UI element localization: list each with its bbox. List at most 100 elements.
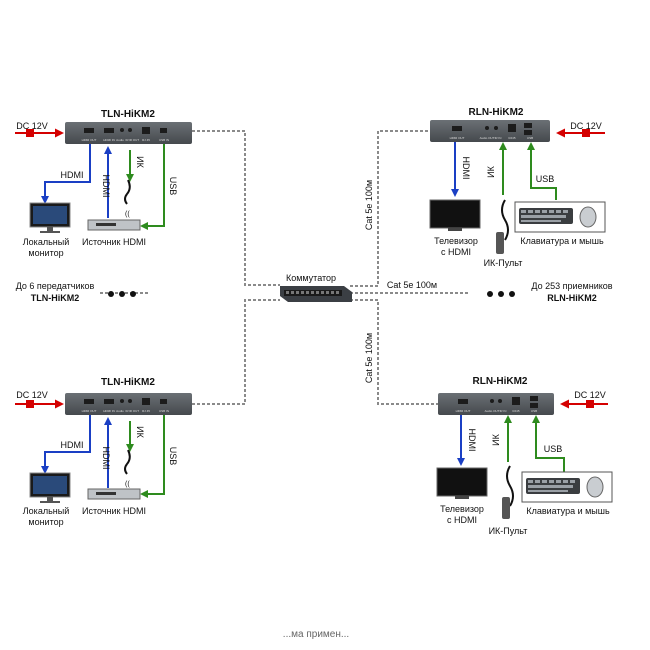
receiver-bottom-ir-label: ИК — [491, 433, 501, 445]
receiver-top-title: RLN-HiKM2 — [469, 107, 524, 118]
receiver-top-kbd-label: Клавиатура и мышь — [520, 236, 604, 246]
receiver-top-cable-label: Cat 5e 100м — [364, 180, 374, 230]
transmitter-top-dc-label: DC 12V — [16, 121, 48, 131]
transmitter-top-port-label: HDMI IN — [103, 138, 115, 142]
transmitter-top-monitor-label: монитор — [28, 248, 63, 258]
transmitter-bottom-port-label: IR — [126, 409, 130, 413]
transmitter-bottom-title: TLN-HiKM2 — [101, 377, 155, 388]
receiver-bottom-port-label: HDMI OUT — [456, 409, 471, 413]
receiver-bottom-port-icons — [458, 396, 538, 408]
receiver-top-tv-label: Телевизор — [434, 236, 478, 246]
ir-sensor-icon: (( — [124, 179, 131, 218]
transmitter-top-source-label: Источник HDMI — [82, 237, 146, 247]
receiver-bottom-tv-label: Телевизор — [440, 504, 484, 514]
receiver-top-port-icons — [452, 123, 532, 135]
power-plug-icon — [586, 400, 594, 408]
receiver-bottom-port-label: RJ45 — [512, 409, 519, 413]
receiver-top-device — [430, 120, 550, 142]
transmitter-bottom-usb-label: USB — [168, 447, 178, 466]
transmitter-top-port-label: USB IN — [159, 138, 169, 142]
receiver-bottom-hdmi-label: HDMI — [467, 429, 477, 452]
left-note-line2: TLN-HiKM2 — [31, 293, 80, 303]
transmitter-bottom-port-label: HDMI IN — [103, 409, 115, 413]
transmitter-bottom-source-label: Источник HDMI — [82, 506, 146, 516]
transmitter-bottom-port-label: RJ 45 — [142, 409, 150, 413]
right-note-line2: RLN-HiKM2 — [547, 293, 597, 303]
transmitter-top-title: TLN-HiKM2 — [101, 109, 155, 120]
svg-text:((: (( — [125, 211, 130, 218]
svg-text:((: (( — [125, 481, 130, 488]
transmitter-top-monitor-label: Локальный — [23, 237, 69, 247]
receiver-bottom-usb-label: USB — [544, 444, 563, 454]
receiver-bottom-port-label: Audio OUT — [485, 409, 500, 413]
receiver-top-hdmi-label: HDMI — [461, 157, 471, 180]
receiver-bottom-port-label: IR IN — [500, 409, 507, 413]
receiver-top-port-label: IR IN — [495, 136, 502, 140]
receiver-top-usb-label: USB — [536, 174, 555, 184]
receiver-top-port-label: USB — [527, 136, 533, 140]
left-note-line1: До 6 передатчиков — [16, 281, 95, 291]
transmitter-top-port-label: HDMI OUT — [82, 138, 97, 142]
receiver-bottom-device — [438, 393, 554, 415]
transmitter-top-port-label: Audio — [116, 138, 124, 142]
keyboard-mouse-icon — [514, 201, 606, 233]
transmitter-top-port-label: IR OUT — [129, 138, 139, 142]
receiver-top-dc-label: DC 12V — [570, 121, 602, 131]
receiver-bottom-title: RLN-HiKM2 — [473, 376, 528, 387]
keyboard-mouse-icon — [521, 471, 613, 503]
more-devices-dots-right — [487, 291, 515, 297]
transmitter-bottom-port-label: USB IN — [159, 409, 169, 413]
ir-remote-icon — [496, 199, 509, 254]
receiver-bottom-port-label: USB — [531, 409, 537, 413]
hdmi-source-icon — [87, 488, 141, 500]
transmitter-bottom-port-label: Audio — [116, 409, 124, 413]
monitor-icon — [29, 202, 71, 233]
receiver-top-port-label: Audio OUT — [480, 136, 495, 140]
switch-label: Коммутатор — [286, 273, 336, 283]
network-switch: Коммутатор — [280, 273, 352, 302]
transmitter-bottom-hdmi-out-label: HDMI — [61, 440, 84, 450]
transmitter-bottom-monitor-label: Локальный — [23, 506, 69, 516]
receiver-bottom: RLN-HiKM2 Cat 5e 100м HDMI OUT Audio OUT… — [364, 333, 613, 536]
transmitter-top-device — [65, 122, 192, 144]
footer-text: ...ма примен... — [283, 629, 349, 640]
ir-remote-icon — [502, 465, 514, 519]
transmitter-bottom-hdmi-in-label: HDMI — [101, 447, 111, 470]
receiver-top-remote-label: ИК-Пульт — [484, 258, 523, 268]
power-plug-icon — [26, 129, 34, 137]
transmitter-top: TLN-HiKM2 HDMI OUT HDMI IN Audio IR IR O… — [15, 109, 192, 258]
transmitter-bottom-port-label: HDMI OUT — [82, 409, 97, 413]
power-plug-icon — [26, 400, 34, 408]
ir-sensor-icon: (( — [124, 449, 131, 488]
receiver-top: RLN-HiKM2 Cat 5e 100м HDMI OUT Audio OUT… — [364, 107, 606, 268]
transmitter-top-port-icons — [84, 127, 167, 134]
transmitter-top-usb-label: USB — [168, 177, 178, 196]
receiver-bottom-dc-label: DC 12V — [574, 390, 606, 400]
tv-icon — [436, 467, 488, 499]
transmitter-bottom-monitor-label: монитор — [28, 517, 63, 527]
receiver-top-port-label: RJ45 — [508, 136, 515, 140]
power-plug-icon — [582, 129, 590, 137]
receiver-bottom-tv-label: с HDMI — [447, 515, 477, 525]
transmitter-bottom-dc-label: DC 12V — [16, 390, 48, 400]
transmitter-bottom-device — [65, 393, 192, 415]
transmitter-top-ir-label: ИК — [135, 156, 145, 168]
transmitter-top-hdmi-in-label: HDMI — [101, 175, 111, 198]
transmitter-bottom-port-icons — [84, 398, 167, 405]
right-note-line1: До 253 приемников — [531, 281, 612, 291]
tv-icon — [429, 199, 481, 231]
transmitter-top-port-label: IR — [126, 138, 130, 142]
transmitter-bottom-ir-label: ИК — [135, 426, 145, 438]
more-devices-dots-left — [108, 291, 136, 297]
receiver-top-ir-label: ИК — [486, 165, 496, 177]
transmitter-bottom-port-label: IR OUT — [129, 409, 139, 413]
receiver-bottom-remote-label: ИК-Пульт — [489, 526, 528, 536]
transmitter-top-port-label: RJ 45 — [142, 138, 150, 142]
transmitter-bottom: TLN-HiKM2 HDMI OUT HDMI IN Audio IR IR O… — [15, 377, 192, 527]
middle-cable-label: Cat 5e 100м — [387, 280, 437, 290]
transmitter-top-hdmi-out-label: HDMI — [61, 170, 84, 180]
monitor-icon — [29, 472, 71, 503]
network-cables — [100, 130, 470, 405]
